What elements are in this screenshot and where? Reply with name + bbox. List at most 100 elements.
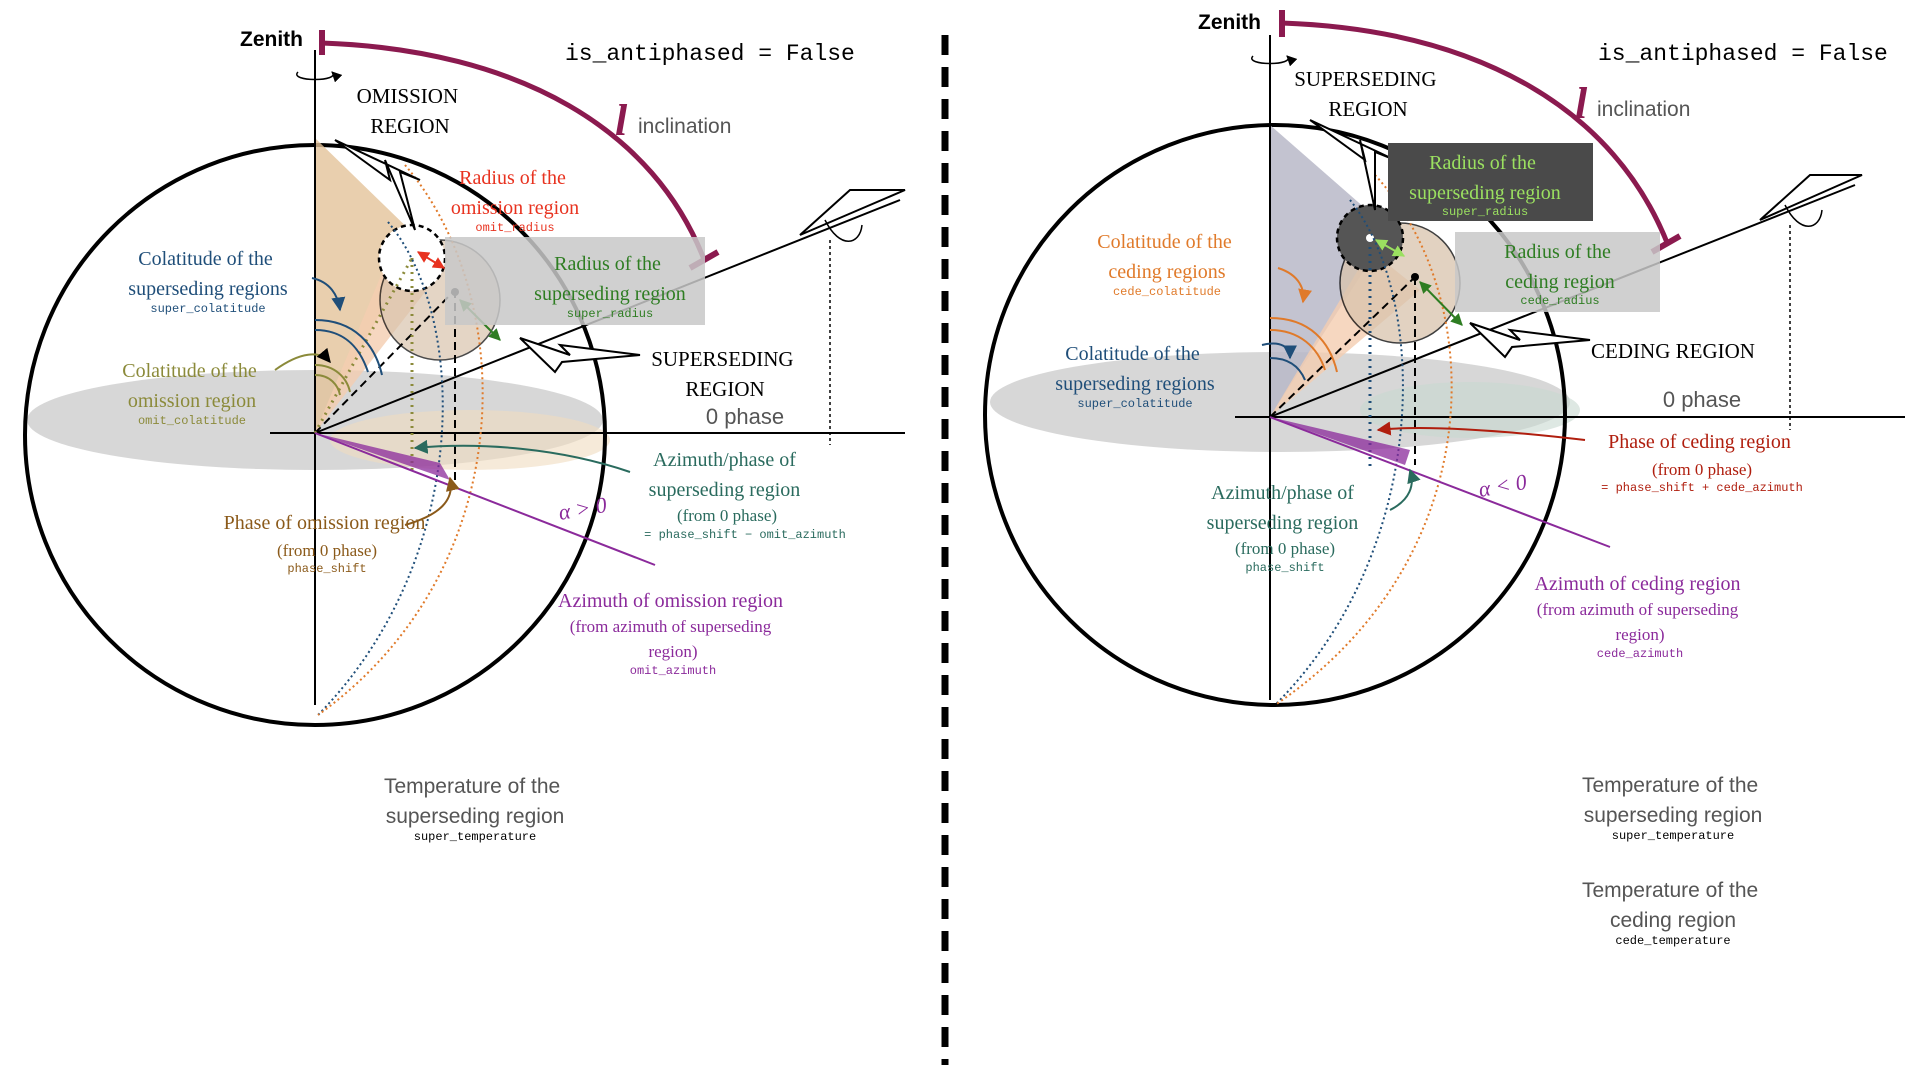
observer-arc-r [1784,204,1823,227]
omit-radius-label: Radius of the omission region [451,167,579,219]
guide-dash-1 [314,289,456,434]
inclination-label-r: inclination [1597,98,1690,121]
colat-arc-blue-2 [314,319,383,376]
superseding-callout-arrow [519,337,641,374]
ceding-region-title: CEDING REGION [1591,339,1755,363]
cede-radius-label: Radius of the ceding region [1504,241,1616,293]
omit-radius-code: omit_radius [475,221,554,235]
radius-super-box [445,237,705,325]
phase-cede-label: Phase of ceding region (from 0 phase) [1608,431,1796,479]
colat-arc-olive-2 [314,364,351,393]
colat-arc-blue-1 [314,329,369,373]
azimuth-triangle [315,433,450,480]
meridian-orange [317,164,484,716]
cede-radius-arrow [1419,281,1463,326]
azimuth-phase-code: = phase_shift − omit_azimuth [644,528,846,542]
main-region-title-r: SUPERSEDING REGION [1294,67,1442,121]
radius-cede-box [1455,232,1660,312]
super-radius-arrow-r [1374,239,1406,257]
azimuth-omit-code: omit_azimuth [630,664,716,678]
temp-super-label-r: Temperature of the superseding region [1582,774,1764,827]
temp-super-code: super_temperature [414,830,536,844]
star-circle-r [983,123,1567,707]
super-radius-code: super_radius [567,307,653,321]
super-radius-label: Radius of the superseding region [534,253,686,305]
azimuth-phase-label-r: Azimuth/phase of superseding region (fro… [1207,482,1364,558]
observer-eye-r [1759,174,1863,221]
colat-arc-orange-2 [1269,317,1338,373]
phase-cede-arrow [1376,421,1586,441]
alpha-line-r [1269,416,1611,548]
colat-cede-code: cede_colatitude [1113,285,1221,299]
antiphase-flag-r: is_antiphased = False [1598,41,1888,67]
temp-cede-label: Temperature of the ceding region [1582,879,1764,932]
colat-super-arrow [311,277,346,312]
zenith-label: Zenith [240,28,303,51]
colat-omit-arrow [274,347,331,371]
azimuth-cede-label: Azimuth of ceding region (from azimuth o… [1534,573,1745,644]
colat-super-code-r: super_colatitude [1077,397,1192,411]
zero-phase-label: 0 phase [706,404,784,429]
alpha-label: α > 0 [557,492,609,525]
right-panel [983,10,1905,707]
super-radius-code-r: super_radius [1442,205,1528,219]
ceding-callout-arrow [1469,322,1591,359]
colat-super-label: Colatitude of the superseding regions [128,248,288,300]
phase-omit-code: phase_shift [287,562,366,576]
colat-arc-orange-1 [1269,329,1326,371]
colat-cede-label: Colatitude of the ceding regions [1097,231,1236,283]
inclination-label: inclination [638,115,731,138]
region-center-dot-r [1411,273,1419,281]
left-labels: is_antiphased = False Zenith l inclinati… [122,28,855,844]
main-region-title: OMISSION REGION [357,84,464,138]
superseding-center-dot [1366,234,1374,242]
temp-super-label: Temperature of the superseding region [384,775,566,828]
super-radius-label-r: Radius of the superseding region [1409,152,1561,204]
inclination-arc [321,40,708,263]
omission-callout-arrow [334,139,421,231]
azimuth-omit-label: Azimuth of omission region (from azimuth… [558,590,788,661]
colat-cede-arrow [1277,267,1312,304]
zenith-rotation-arrow-r [1251,55,1298,67]
colat-super-code: super_colatitude [150,302,265,316]
phase-cede-code: = phase_shift + cede_azimuth [1601,481,1803,495]
colat-omit-label: Colatitude of the omission region [122,360,261,412]
azimuth-phase-code-r: phase_shift [1245,561,1324,575]
cede-radius-code: cede_radius [1520,294,1599,308]
antiphase-flag: is_antiphased = False [565,41,855,67]
omit-radius-arrow [416,251,446,269]
phase-omit-arrow [404,476,460,526]
temp-cede-code: cede_temperature [1615,934,1730,948]
meridian-orange-r [1274,174,1453,706]
colat-super-label-r: Colatitude of the superseding regions [1055,343,1215,395]
right-labels: is_antiphased = False Zenith l inclinati… [1055,11,1888,948]
azimuth-cede-code: cede_azimuth [1597,647,1683,661]
alpha-label-r: α < 0 [1477,469,1529,502]
inclination-arc-r [1281,20,1671,246]
secondary-region-title: SUPERSEDING REGION [651,347,799,401]
guide-dash-1-r [1269,276,1416,418]
colatitude-wedge-r [1270,125,1390,417]
alpha-line [314,432,656,566]
observer-eye [799,189,906,236]
zenith-rotation-arrow [296,71,343,83]
azimuth-phase-arrow [413,439,631,473]
colatitude-wedge [315,138,420,433]
phase-omit-label: Phase of omission region (from 0 phase) [224,512,431,560]
azimuth-phase-arrow-r [1389,468,1421,511]
colat-arc-blue-r [1269,357,1306,381]
colat-omit-code: omit_colatitude [138,414,246,428]
inclination-symbol: l [615,96,628,145]
inclination-symbol-r: l [1575,79,1588,128]
observer-arc [824,219,863,242]
left-panel [23,30,906,727]
azimuth-phase-label: Azimuth/phase of superseding region (fro… [649,449,806,525]
zenith-label-r: Zenith [1198,11,1261,34]
zero-phase-label-r: 0 phase [1663,387,1741,412]
equator-tint [330,410,610,470]
colat-arc-olive-1 [314,374,341,396]
azimuth-triangle-r [1270,417,1410,465]
radius-super-box-r [1388,143,1593,221]
